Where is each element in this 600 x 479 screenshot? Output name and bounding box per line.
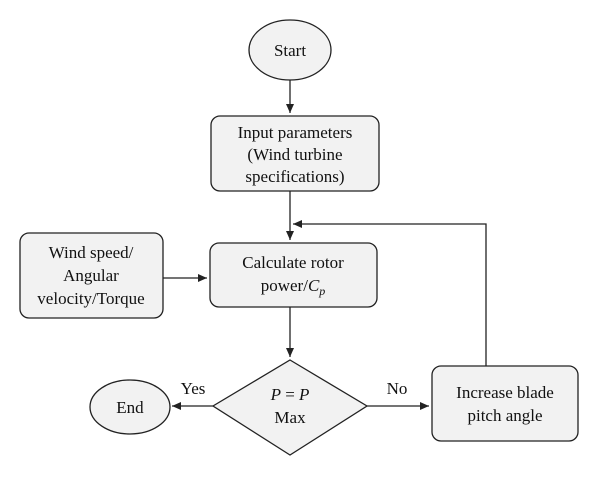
- start-node: Start: [248, 19, 332, 81]
- input-parameters-box: [210, 115, 380, 192]
- wind-speed-line-2: Angular: [63, 266, 119, 285]
- end-terminal-shape: [89, 379, 171, 435]
- start-label: Start: [274, 41, 306, 60]
- edge-label-yes: Yes: [181, 379, 206, 398]
- increase-pitch-box: [431, 365, 579, 442]
- cp-symbol: C: [308, 276, 320, 295]
- edge-increase-loop-back: [293, 220, 487, 366]
- edge-label-no: No: [387, 379, 408, 398]
- input-parameters-line-3: specifications): [245, 167, 344, 186]
- decision-equals: =: [281, 385, 299, 404]
- decision-node: P = P Max: [211, 359, 369, 456]
- end-label: End: [116, 398, 144, 417]
- power-prefix: power/: [261, 276, 308, 295]
- increase-pitch-line-1: Increase blade: [456, 383, 554, 402]
- increase-pitch-line-2: pitch angle: [467, 406, 542, 425]
- calculate-rotor-power-line-1: Calculate rotor: [242, 253, 344, 272]
- start-terminal-shape: [248, 19, 332, 81]
- end-node: End: [89, 379, 171, 435]
- wind-speed-line-3: velocity/Torque: [37, 289, 144, 308]
- wind-speed-line-1: Wind speed/: [49, 243, 134, 262]
- calculate-rotor-power-node: Calculate rotor power/Cp: [209, 242, 378, 308]
- increase-pitch-node: Increase blade pitch angle: [431, 365, 579, 442]
- input-parameters-line-1: Input parameters: [238, 123, 353, 142]
- edges: [163, 80, 487, 410]
- decision-lhs: P: [270, 385, 281, 404]
- cp-subscript: p: [318, 284, 325, 298]
- wind-speed-box: [19, 232, 164, 319]
- decision-max-label: Max: [274, 408, 306, 427]
- wind-speed-node: Wind speed/ Angular velocity/Torque: [19, 232, 164, 319]
- decision-rhs: P: [298, 385, 309, 404]
- decision-diamond: [211, 359, 369, 456]
- input-parameters-node: Input parameters (Wind turbine specifica…: [210, 115, 380, 192]
- calculate-rotor-power-line-2: power/Cp: [261, 276, 326, 298]
- input-parameters-line-2: (Wind turbine: [247, 145, 342, 164]
- calculate-rotor-power-box: [209, 242, 378, 308]
- decision-condition: P = P: [270, 385, 310, 404]
